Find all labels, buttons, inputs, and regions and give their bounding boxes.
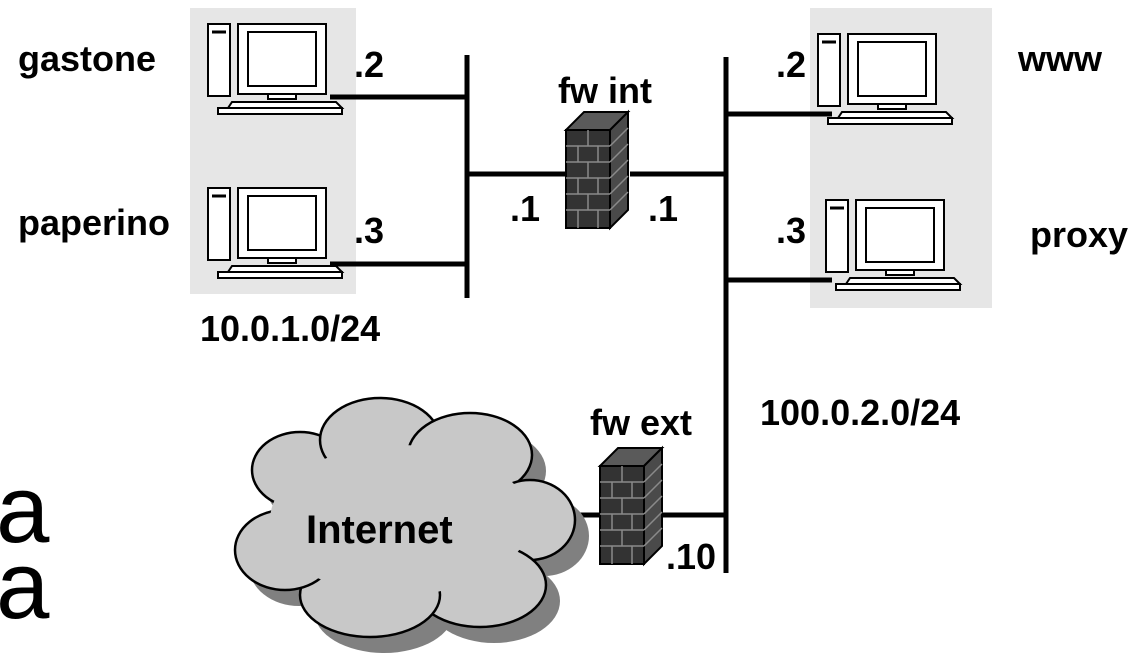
host-octet-proxy: .3 [776, 210, 807, 251]
internet-label: Internet [306, 508, 453, 552]
fw-int-icon [565, 111, 629, 229]
fw-ext-icon [599, 447, 663, 565]
dmz-subnet-label: 100.0.2.0/24 [760, 392, 961, 433]
host-name-paperino: paperino [18, 202, 171, 243]
firewall-name-int: fw int [558, 70, 652, 111]
host-name-proxy: proxy [1030, 214, 1129, 255]
host-octet-gastone: .2 [354, 44, 385, 85]
host-octet-paperino: .3 [354, 210, 385, 251]
partial-text-line-2: a [0, 532, 50, 639]
firewall-int-right-octet: .1 [648, 188, 679, 229]
host-name-www: www [1018, 38, 1103, 79]
firewall-ext-octet: .10 [666, 536, 717, 577]
host-name-gastone: gastone [18, 38, 157, 79]
host-octet-www: .2 [776, 44, 807, 85]
internal-subnet-label: 10.0.1.0/24 [200, 308, 381, 349]
firewall-name-ext: fw ext [590, 402, 693, 443]
internal-lan [330, 55, 726, 298]
internet-cloud-icon [233, 396, 589, 653]
dmz-lan [570, 57, 832, 573]
partial-text-line-1: a [0, 456, 50, 563]
firewall-int-left-octet: .1 [510, 188, 541, 229]
